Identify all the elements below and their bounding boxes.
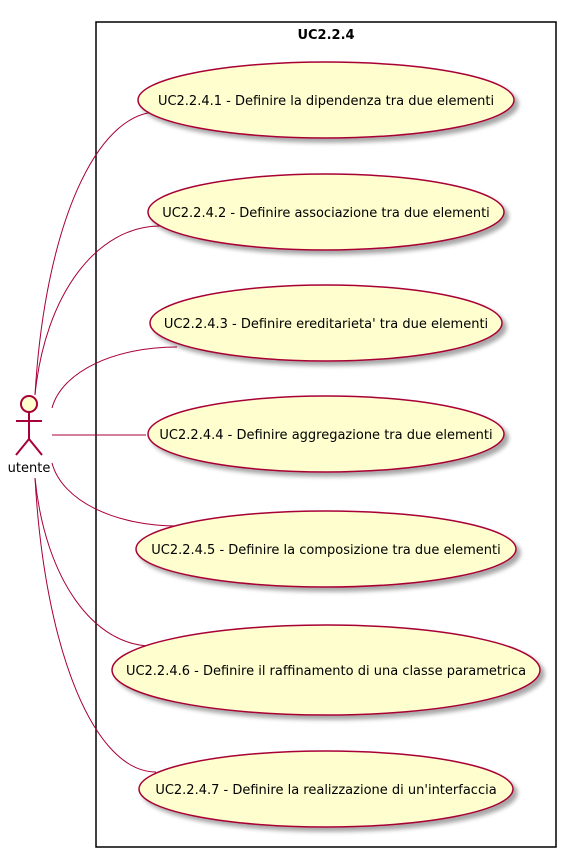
connectors — [34, 111, 179, 773]
actor-label: utente — [8, 461, 51, 476]
actor-right-leg — [28, 438, 43, 456]
use-case[interactable]: UC2.2.4.4 - Definire aggregazione tra du… — [147, 395, 505, 473]
actor-left-leg — [15, 438, 30, 456]
association-line — [34, 225, 161, 396]
actor-utente[interactable]: utente — [8, 395, 51, 476]
actor-head — [20, 395, 38, 413]
use-case-ellipse — [149, 284, 503, 362]
association-line — [51, 346, 178, 409]
use-case-label: UC2.2.4.1 - Definire la dipendenza tra d… — [158, 94, 494, 109]
use-case-ellipse — [135, 510, 517, 588]
association-line — [34, 477, 153, 647]
use-case-label: UC2.2.4.4 - Definire aggregazione tra du… — [159, 428, 492, 443]
use-cases: UC2.2.4.1 - Definire la dipendenza tra d… — [111, 61, 541, 828]
use-case-label: UC2.2.4.7 - Definire la realizzazione di… — [155, 783, 496, 798]
use-case[interactable]: UC2.2.4.2 - Definire associazione tra du… — [147, 173, 505, 251]
association-line — [34, 111, 159, 396]
use-case-label: UC2.2.4.6 - Definire il raffinamento di … — [126, 664, 526, 679]
use-case-label: UC2.2.4.3 - Definire ereditarieta' tra d… — [164, 317, 488, 332]
use-case-ellipse — [147, 173, 505, 251]
use-case-label: UC2.2.4.5 - Definire la composizione tra… — [151, 543, 500, 558]
system-title: UC2.2.4 — [297, 28, 354, 43]
use-case[interactable]: UC2.2.4.5 - Definire la composizione tra… — [135, 510, 517, 588]
association-line — [34, 477, 157, 773]
use-case[interactable]: UC2.2.4.6 - Definire il raffinamento di … — [111, 624, 541, 716]
use-case-label: UC2.2.4.2 - Definire associazione tra du… — [162, 206, 490, 221]
use-case-ellipse — [111, 624, 541, 716]
association-line — [51, 462, 179, 527]
use-case[interactable]: UC2.2.4.1 - Definire la dipendenza tra d… — [137, 61, 515, 139]
use-case[interactable]: UC2.2.4.7 - Definire la realizzazione di… — [138, 750, 514, 828]
use-case-ellipse — [147, 395, 505, 473]
use-case-ellipse — [138, 750, 514, 828]
use-case-ellipse — [137, 61, 515, 139]
use-case[interactable]: UC2.2.4.3 - Definire ereditarieta' tra d… — [149, 284, 503, 362]
